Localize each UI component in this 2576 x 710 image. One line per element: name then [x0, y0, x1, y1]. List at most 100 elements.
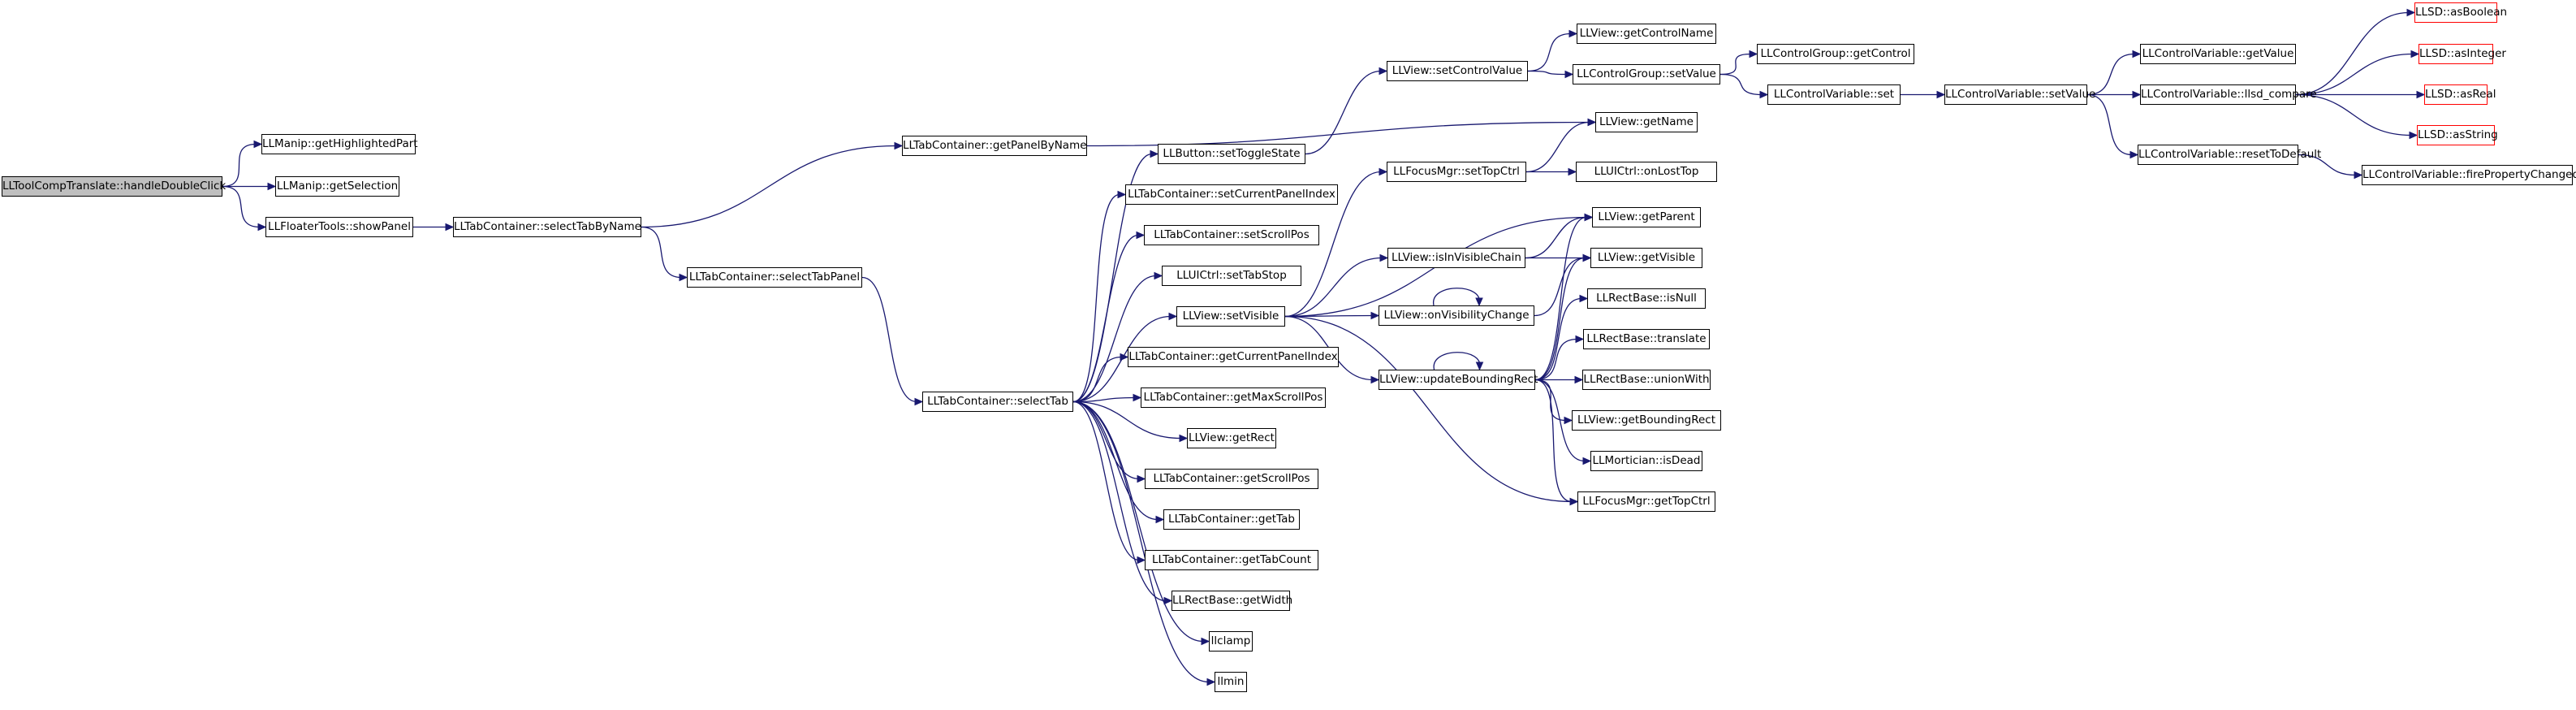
call-edge-26: [1719, 73, 1769, 99]
call-edge-line: [861, 276, 917, 403]
call-edge-line: [1534, 297, 1582, 381]
node-llview-setvisible[interactable]: LLView::setVisible: [1176, 306, 1285, 327]
node-lltabcontainer-selecttab[interactable]: LLTabContainer::selectTab: [922, 392, 1073, 412]
call-edge-7: [1086, 118, 1597, 147]
call-edge-arrowhead: [1575, 335, 1585, 344]
call-edge-arrowhead: [1759, 90, 1769, 99]
call-edge-arrowhead: [1582, 253, 1592, 262]
node-llcontrolvariable-setvalue[interactable]: LLControlVariable::setValue: [1944, 84, 2095, 105]
call-edge-line: [641, 145, 897, 228]
call-edge-line: [641, 226, 682, 279]
node-llcontrolvariable-set[interactable]: LLControlVariable::set: [1767, 84, 1901, 105]
call-edge-arrowhead: [1137, 474, 1146, 483]
call-edge-43: [1526, 167, 1577, 176]
call-edge-line: [1072, 400, 1182, 439]
call-edge-37: [1284, 253, 1389, 318]
node-llview-isinvisiblechain[interactable]: LLView::isInVisibleChain: [1387, 248, 1525, 268]
node-llcontrolvariable-firepropertychanged[interactable]: LLControlVariable::firePropertyChanged: [2362, 165, 2576, 185]
node-llclamp[interactable]: llclamp: [1209, 631, 1253, 652]
call-edge-arrowhead: [1749, 50, 1758, 58]
call-edge-6: [861, 276, 924, 406]
node-llcontrolvariable-resettodefault[interactable]: LLControlVariable::resetToDefault: [2138, 145, 2321, 165]
node-lltabcontainer-selecttabpanel[interactable]: LLTabContainer::selectTabPanel: [687, 267, 862, 288]
call-edge-line: [1284, 315, 1573, 503]
call-edge-line: [1072, 234, 1139, 403]
call-edge-arrowhead: [267, 182, 277, 191]
node-lltabcontainer-getmaxscrollpos[interactable]: LLTabContainer::getMaxScrollPos: [1141, 387, 1326, 408]
node-llcontrolgroup-getcontrol[interactable]: LLControlGroup::getControl: [1757, 44, 1914, 64]
call-edge-arrowhead: [1117, 190, 1127, 199]
node-llview-updateboundingrect[interactable]: LLView::updateBoundingRect: [1379, 370, 1538, 390]
node-llmanip-getselection[interactable]: LLManip::getSelection: [275, 176, 399, 197]
call-edge-arrowhead: [1168, 312, 1178, 321]
node-llmanip-gethighlightedpart[interactable]: LLManip::getHighlightedPart: [261, 134, 418, 154]
node-llview-getrect[interactable]: LLView::getRect: [1187, 428, 1276, 448]
node-llsd-asstring[interactable]: LLSD::asString: [2417, 125, 2498, 145]
node-lluictrl-onlosttop[interactable]: LLUICtrl::onLostTop: [1576, 162, 1717, 182]
call-edge-line: [1072, 400, 1204, 643]
node-llsd-asboolean[interactable]: LLSD::asBoolean: [2414, 2, 2507, 23]
node-llsd-asinteger[interactable]: LLSD::asInteger: [2419, 44, 2506, 64]
node-llview-onvisibilitychange[interactable]: LLView::onVisibilityChange: [1379, 305, 1534, 326]
call-edge-arrowhead: [1150, 149, 1159, 158]
call-edge-arrowhead: [1936, 90, 1946, 99]
call-edge-48: [1433, 352, 1484, 371]
node-llrectbase-unionwith[interactable]: LLRectBase::unionWith: [1582, 370, 1711, 390]
node-llview-getboundingrect[interactable]: LLView::getBoundingRect: [1572, 410, 1721, 431]
call-edge-line: [1072, 275, 1157, 403]
node-llrectbase-translate[interactable]: LLRectBase::translate: [1583, 329, 1710, 349]
node-llview-getcontrolname[interactable]: LLView::getControlName: [1577, 24, 1716, 44]
node-llfocusmgr-gettopctrl[interactable]: LLFocusMgr::getTopCtrl: [1577, 491, 1715, 512]
call-edge-line: [2298, 154, 2357, 176]
node-llview-getvisible[interactable]: LLView::getVisible: [1590, 248, 1702, 268]
node-lltabcontainer-getpanelbyname[interactable]: LLTabContainer::getPanelByName: [902, 136, 1087, 156]
call-edge-55: [1534, 379, 1592, 465]
call-edge-arrowhead: [679, 273, 688, 282]
call-edge-line: [1072, 193, 1120, 403]
node-llmortician-isdead[interactable]: LLMortician::isDead: [1590, 451, 1702, 471]
node-lltabcontainer-getscrollpos[interactable]: LLTabContainer::getScrollPos: [1145, 469, 1318, 489]
call-edge-line: [2086, 93, 2133, 156]
node-llcontrolgroup-setvalue[interactable]: LLControlGroup::setValue: [1573, 64, 1720, 84]
node-lltabcontainer-getcurrentpanelindex[interactable]: LLTabContainer::getCurrentPanelIndex: [1128, 347, 1339, 367]
node-llrectbase-getwidth[interactable]: LLRectBase::getWidth: [1171, 591, 1292, 611]
call-edge-arrowhead: [1155, 515, 1165, 524]
node-llfocusmgr-settopctrl[interactable]: LLFocusMgr::setTopCtrl: [1387, 162, 1526, 182]
node-llrectbase-isnull[interactable]: LLRectBase::isNull: [1587, 288, 1706, 309]
node-llmin[interactable]: llmin: [1215, 672, 1247, 692]
call-edge-3: [412, 223, 455, 232]
node-lltabcontainer-gettab[interactable]: LLTabContainer::getTab: [1163, 509, 1300, 530]
node-llcontrolvariable-llsd-compare[interactable]: LLControlVariable::llsd_compare: [2140, 84, 2317, 105]
call-edge-30: [2086, 93, 2139, 159]
call-edge-line: [2086, 53, 2135, 96]
call-edge-23: [1527, 29, 1578, 72]
call-edge-27: [1901, 90, 1946, 99]
node-llfloatertools-showpanel[interactable]: LLFloaterTools::showPanel: [265, 217, 413, 237]
call-edge-arrowhead: [894, 141, 904, 150]
call-edge-arrowhead: [1370, 311, 1380, 320]
call-edge-arrowhead: [1163, 596, 1173, 605]
call-edge-arrowhead: [1584, 213, 1594, 222]
call-edge-46: [1433, 288, 1483, 307]
call-edge-arrowhead: [1564, 70, 1574, 79]
node-llview-getparent[interactable]: LLView::getParent: [1592, 207, 1701, 227]
call-edge-line: [1284, 257, 1383, 318]
node-lluictrl-settabstop[interactable]: LLUICtrl::setTabStop: [1162, 266, 1301, 286]
node-llbutton-settogglestate[interactable]: LLButton::setToggleState: [1158, 144, 1305, 164]
node-lltabcontainer-setcurrentpanelindex[interactable]: LLTabContainer::setCurrentPanelIndex: [1125, 184, 1338, 205]
call-edge-line: [1072, 400, 1210, 683]
node-lltabcontainer-setscrollpos[interactable]: LLTabContainer::setScrollPos: [1144, 225, 1319, 245]
node-llsd-asreal[interactable]: LLSD::asReal: [2424, 84, 2496, 105]
call-edge-arrowhead: [2416, 90, 2426, 99]
node-lltabcontainer-selecttabbyname[interactable]: LLTabContainer::selectTabByName: [453, 217, 641, 237]
call-edge-arrowhead: [1179, 434, 1189, 443]
call-edge-line: [1305, 70, 1382, 155]
call-edge-arrowhead: [1154, 271, 1163, 280]
node-llview-getname[interactable]: LLView::getName: [1595, 112, 1698, 132]
call-edge-line: [1433, 352, 1481, 370]
node-llcontrolvariable-getvalue[interactable]: LLControlVariable::getValue: [2140, 44, 2296, 64]
node-lltabcontainer-gettabcount[interactable]: LLTabContainer::getTabCount: [1145, 550, 1318, 570]
call-edge-arrowhead: [1370, 375, 1380, 384]
call-edge-36: [1284, 167, 1388, 318]
node-llview-setcontrolvalue[interactable]: LLView::setControlValue: [1387, 61, 1528, 81]
